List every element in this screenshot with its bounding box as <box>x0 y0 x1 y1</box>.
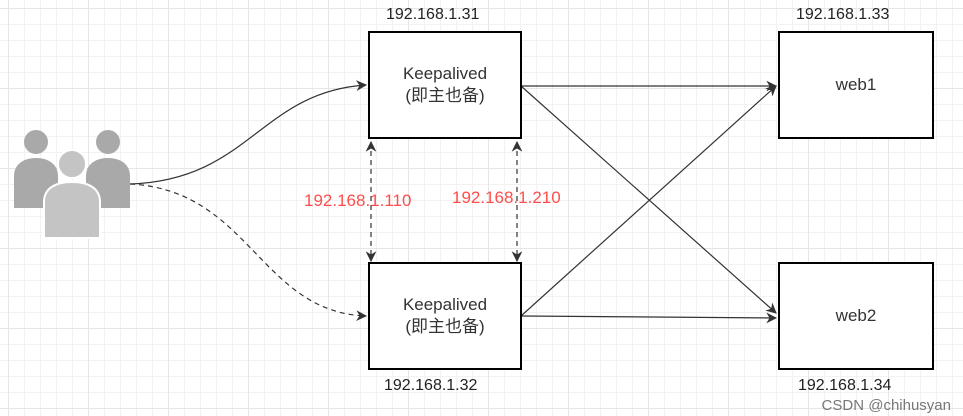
users-group-icon <box>14 130 130 239</box>
web1-name: web1 <box>835 75 877 94</box>
watermark: CSDN @chihusyan <box>821 397 951 414</box>
edge-ka2-web2 <box>520 312 778 324</box>
ka2-ip-label: 192.168.1.32 <box>384 377 478 394</box>
edge-ka2-web1 <box>520 85 777 317</box>
edge-users-ka1 <box>129 80 368 185</box>
ka2-role: (即主也备) <box>405 317 485 336</box>
vip-left-label: 192.168.1.110 <box>304 191 412 210</box>
keepalived-node-2[interactable]: Keepalived (即主也备) <box>368 262 522 370</box>
web1-node[interactable]: web1 <box>778 31 934 139</box>
web2-name: web2 <box>835 306 877 325</box>
vip-right-label: 192.168.1.210 <box>452 188 561 207</box>
ka1-role: (即主也备) <box>405 86 485 105</box>
web2-ip-label: 192.168.1.34 <box>798 377 892 394</box>
keepalived-node-1[interactable]: Keepalived (即主也备) <box>368 31 522 139</box>
web1-ip-label: 192.168.1.33 <box>796 6 890 23</box>
ka2-name: Keepalived <box>402 295 488 314</box>
edge-ka1-web2 <box>520 85 777 314</box>
edge-users-ka2 <box>129 183 368 322</box>
web2-node[interactable]: web2 <box>778 262 934 370</box>
ka1-ip-label: 192.168.1.31 <box>386 6 480 23</box>
ka1-name: Keepalived <box>402 64 488 83</box>
